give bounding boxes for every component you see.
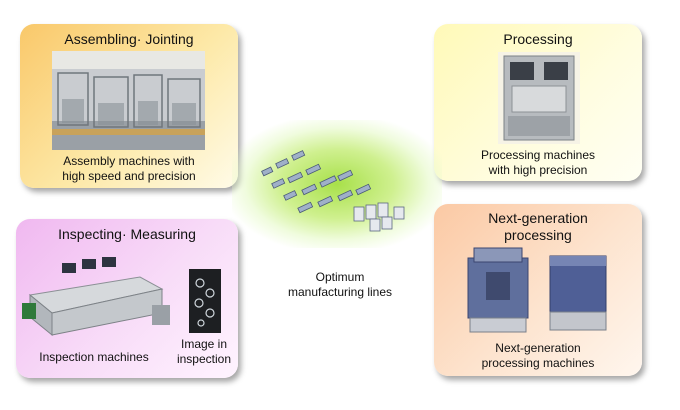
inspection-image-caption: Image in inspection [172, 337, 236, 367]
nextgen-caption-line2: processing machines [481, 356, 595, 370]
manufacturing-lines-graphic [258, 145, 408, 235]
inspecting-card: Inspecting· Measuring Inspection machine… [16, 219, 238, 378]
assembling-title: Assembling· Jointing [64, 31, 194, 47]
assembling-caption: Assembly machines with high speed and pr… [20, 154, 238, 184]
assembling-caption-line1: Assembly machines with [63, 154, 195, 168]
processing-caption-line1: Processing machines [480, 148, 596, 162]
nextgen-card: Next-generation processing Next-generati… [434, 204, 642, 376]
nextgen-machines-photo [464, 244, 614, 336]
assembly-machines-photo [52, 51, 205, 150]
processing-card: Processing Processing machines with high… [434, 24, 642, 181]
processing-title: Processing [503, 31, 573, 47]
center-caption-line2: manufacturing lines [287, 285, 393, 299]
center-caption-line1: Optimum [315, 270, 365, 284]
processing-caption-line2: with high precision [488, 163, 588, 177]
assembling-card: Assembling· Jointing Assembly machines w… [20, 24, 238, 188]
nextgen-title-line2: processing [504, 227, 572, 243]
nextgen-title: Next-generation processing [434, 210, 642, 244]
assembling-caption-line2: high speed and precision [62, 169, 196, 183]
nextgen-caption-line1: Next-generation [495, 341, 581, 355]
processing-caption: Processing machines with high precision [434, 148, 642, 178]
processing-machine-photo [498, 52, 580, 144]
inspection-machines-photo [22, 255, 172, 339]
inspection-machines-caption: Inspection machines [39, 350, 149, 364]
center-caption: Optimum manufacturing lines [280, 270, 400, 300]
nextgen-title-line1: Next-generation [488, 210, 588, 226]
inspection-image-caption-line2: inspection [176, 352, 232, 366]
nextgen-caption: Next-generation processing machines [434, 341, 642, 371]
center-glow [232, 120, 442, 248]
inspection-image-photo [189, 269, 221, 333]
inspecting-title: Inspecting· Measuring [58, 226, 196, 242]
inspection-image-caption-line1: Image in [180, 337, 228, 351]
